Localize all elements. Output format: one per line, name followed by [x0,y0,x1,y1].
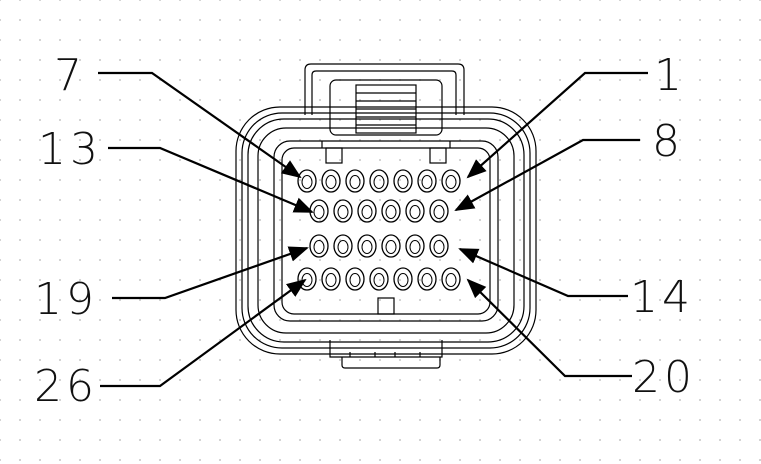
leader-pin14 [458,247,628,298]
pin-contact [361,205,373,219]
leader-pin8 [454,138,640,211]
pin-label-26: 26 [34,361,98,412]
pin-contact [337,240,349,254]
pin-cavity [369,267,389,291]
pin-contact [325,175,337,189]
pin-contact [421,175,433,189]
pin-label-19: 19 [34,274,98,325]
pin-cavity [381,199,401,223]
pin-label-8: 8 [652,116,684,167]
leader-pin20 [466,278,632,378]
pin-contact [373,273,385,287]
pin-label-20: 20 [632,352,696,403]
pin-cavity [441,267,461,291]
pin-contact [349,273,361,287]
pin-cavity [345,267,365,291]
pin-contact [313,205,325,219]
pin-cavity [357,199,377,223]
leader-pin26 [100,278,307,388]
pin-cavity [393,169,413,193]
pin-label-7: 7 [54,50,86,101]
pin-contact [385,205,397,219]
bottom-tab [329,340,443,369]
pin-cavity [405,234,425,258]
leader-pin1 [466,71,648,179]
pin-contact [337,205,349,219]
pin-cavity [333,234,353,258]
pin-contact [397,273,409,287]
pin-cavity [417,267,437,291]
pin-contact [385,240,397,254]
top-latch [304,63,465,136]
pin-contact [445,175,457,189]
pin-contact [349,175,361,189]
pin-cavity [333,199,353,223]
pin-contact [445,273,457,287]
pin-cavity [441,169,461,193]
connector-housing [235,106,537,355]
leader-pin13 [108,146,314,214]
leader-pin19 [112,246,309,300]
pin-cavity [417,169,437,193]
pin-cavities [297,169,461,291]
pin-cavity [369,169,389,193]
pin-cavity [381,234,401,258]
pin-label-13: 13 [38,124,102,175]
pin-contact [301,175,313,189]
pin-contact [421,273,433,287]
pin-cavity [321,267,341,291]
leader-pin7 [98,71,302,179]
pin-contact [409,240,421,254]
pin-cavity [405,199,425,223]
pin-contact [313,240,325,254]
pin-cavity [321,169,341,193]
pin-label-14: 14 [630,272,694,323]
pin-contact [361,240,373,254]
pin-cavity [309,234,329,258]
pin-cavity [429,199,449,223]
pin-cavity [297,169,317,193]
pin-contact [409,205,421,219]
pin-cavity [429,234,449,258]
pin-contact [397,175,409,189]
pin-contact [433,205,445,219]
pin-cavity [393,267,413,291]
pin-contact [325,273,337,287]
pin-contact [433,240,445,254]
leader-lines [98,71,648,388]
pin-contact [373,175,385,189]
pin-cavity [357,234,377,258]
pin-cavity [345,169,365,193]
pin-label-1: 1 [654,50,686,101]
